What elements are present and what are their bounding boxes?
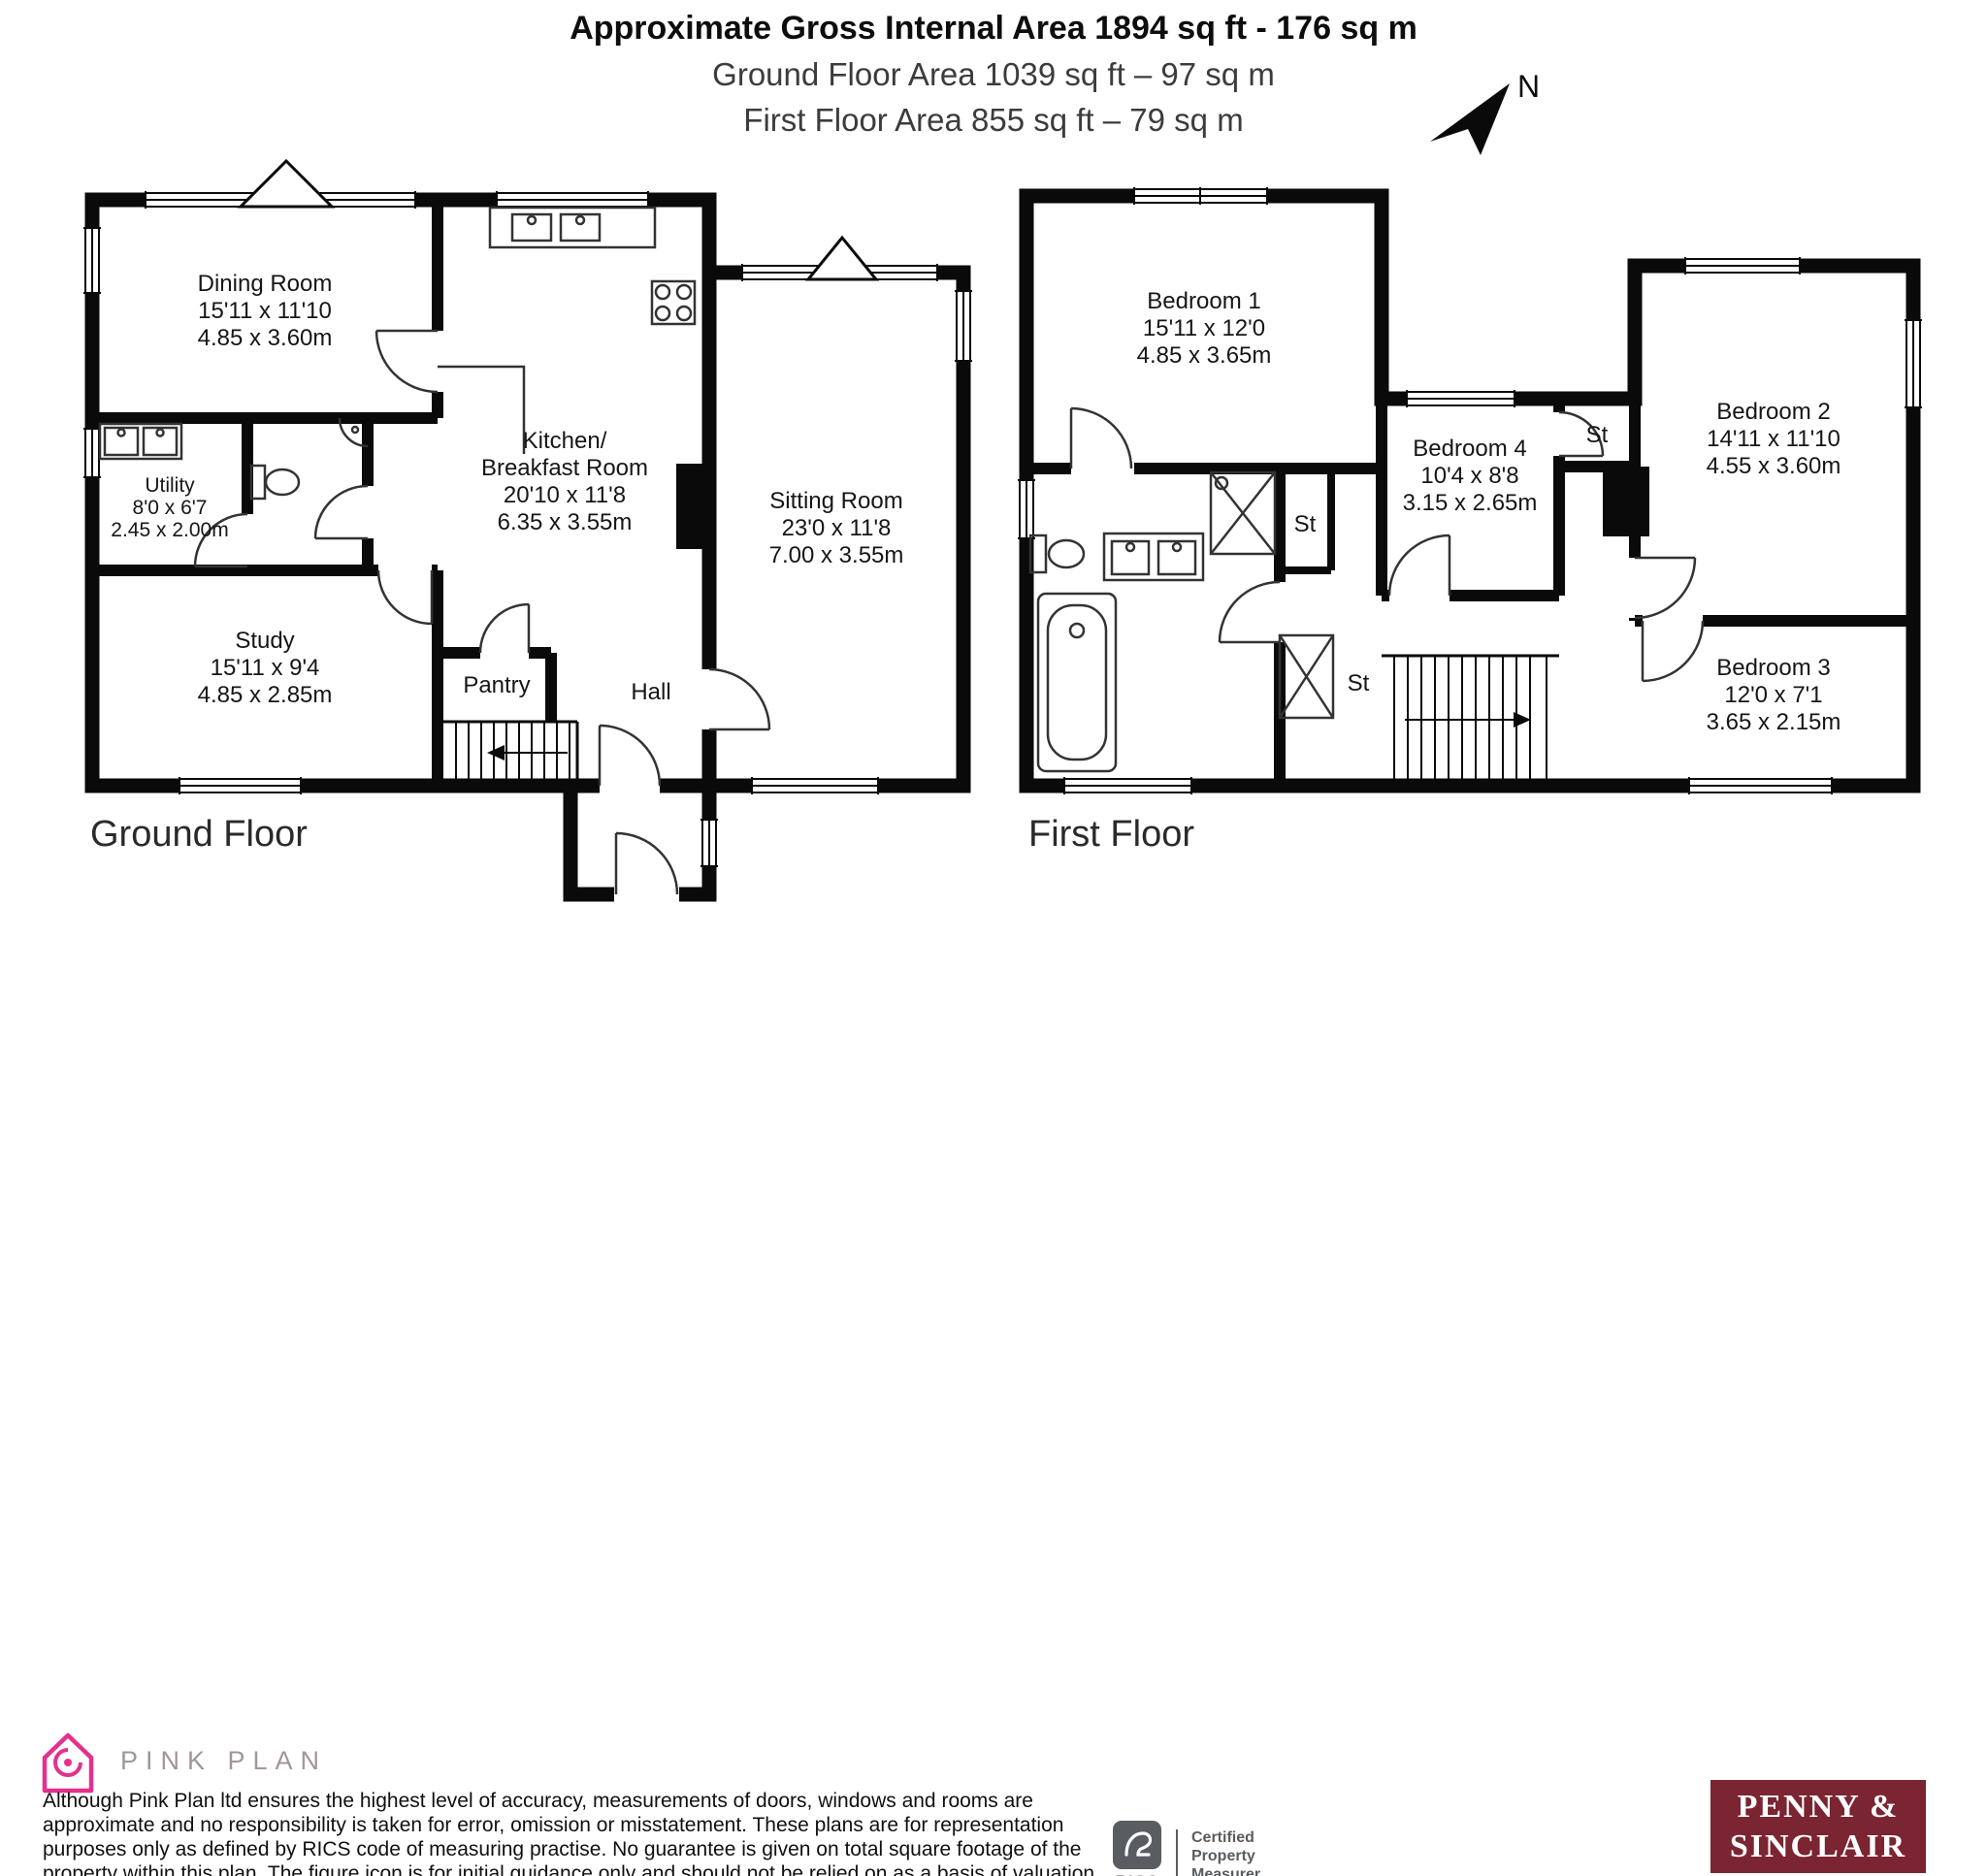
north-label: N (1517, 69, 1540, 104)
storage-label-1: St (1294, 511, 1317, 537)
ground-floor-windows (83, 158, 972, 867)
sitting-room-name: Sitting Room (769, 488, 902, 514)
rics-cert-text: Certified Property Measurer (1191, 1828, 1260, 1876)
rics-logo-icon (1113, 1821, 1161, 1869)
shower-icon (1209, 470, 1277, 556)
hob-icon (650, 279, 697, 326)
utility-dims-ft: 8'0 x 6'7 (133, 497, 208, 519)
bedroom4-dims-ft: 10'4 x 8'8 (1420, 463, 1518, 489)
ground-floor-plan: Dining Room 15'11 x 11'10 4.85 x 3.60m K… (83, 158, 972, 903)
stair-arrow-icon (487, 745, 505, 760)
utility-name: Utility (145, 474, 195, 497)
rics-divider (1176, 1829, 1178, 1876)
agent-name-line1: PENNY & (1737, 1789, 1900, 1825)
north-arrow-icon: N (1430, 69, 1540, 155)
bedroom2-dims-ft: 14'11 x 11'10 (1707, 426, 1840, 452)
bedroom2-dims-m: 4.55 x 3.60m (1707, 453, 1841, 479)
ground-floor-labels: Dining Room 15'11 x 11'10 4.85 x 3.60m K… (90, 271, 903, 855)
plan-header: Approximate Gross Internal Area 1894 sq … (0, 0, 1987, 139)
bathtub-icon (1036, 592, 1118, 773)
penny-sinclair-logo: PENNY & SINCLAIR (1710, 1780, 1926, 1873)
storage-label-3: St (1586, 422, 1609, 448)
first-floor-staircase (1382, 654, 1559, 786)
first-floor-title: First Floor (1028, 814, 1194, 855)
disclaimer-line: Although Pink Plan ltd ensures the highe… (43, 1790, 1033, 1812)
ground-floor-walls (84, 192, 971, 902)
bedroom3-dims-ft: 12'0 x 7'1 (1724, 682, 1822, 708)
gable-bay-sitting (804, 235, 880, 281)
ground-floor-area-subtitle: Ground Floor Area 1039 sq ft – 97 sq m (712, 56, 1275, 92)
chimney-block (1603, 467, 1649, 536)
agent-name-line2: SINCLAIR (1729, 1828, 1907, 1864)
bedroom4-name: Bedroom 4 (1413, 436, 1526, 462)
first-floor-plan: Bedroom 1 15'11 x 12'0 4.85 x 3.65m Bedr… (1018, 187, 1922, 855)
first-floor-fixtures (1028, 470, 1559, 786)
utility-appliances-icon (98, 422, 183, 461)
wc-toilet-icon (249, 464, 301, 501)
pink-plan-brand: PINK PLAN (120, 1746, 328, 1775)
rics-cert-line: Certified (1191, 1828, 1254, 1846)
study-name: Study (235, 628, 294, 654)
rics-cert-line: Property (1191, 1847, 1255, 1864)
kitchen-counter-line (438, 365, 526, 454)
first-floor-walls (1019, 188, 1921, 793)
dining-room-dims-ft: 15'11 x 11'10 (198, 298, 332, 324)
gross-area-title: Approximate Gross Internal Area 1894 sq … (570, 10, 1417, 47)
dining-room-dims-m: 4.85 x 3.60m (198, 325, 333, 351)
storage-cupboard-icon (1278, 633, 1335, 720)
corner-basin-icon (338, 417, 369, 448)
kitchen-name-1: Kitchen/ (523, 428, 607, 454)
twin-basins-icon (1102, 532, 1205, 582)
ground-floor-staircase (443, 720, 579, 786)
ground-floor-title: Ground Floor (90, 814, 308, 855)
bedroom1-name: Bedroom 1 (1147, 288, 1260, 314)
disclaimer-line: property within this plan. The figure ic… (43, 1862, 1100, 1876)
bedroom3-name: Bedroom 3 (1716, 655, 1830, 681)
storage-label-2: St (1348, 670, 1370, 696)
first-floor-doors (1069, 406, 1705, 683)
kitchen-name-2: Breakfast Room (481, 455, 648, 481)
utility-dims-m: 2.45 x 2.00m (111, 519, 228, 541)
bedroom3-dims-m: 3.65 x 2.15m (1707, 709, 1841, 735)
first-floor-area-subtitle: First Floor Area 855 sq ft – 79 sq m (743, 102, 1244, 138)
disclaimer-text: Although Pink Plan ltd ensures the highe… (43, 1789, 1100, 1876)
study-dims-ft: 15'11 x 9'4 (211, 655, 320, 681)
sitting-room-dims-ft: 23'0 x 11'8 (782, 515, 892, 541)
disclaimer-line: purposes only as defined by RICS code of… (43, 1838, 1082, 1860)
study-dims-m: 4.85 x 2.85m (198, 682, 333, 708)
kitchen-sink-icon (488, 206, 657, 249)
rics-wordmark: RICS (1116, 1872, 1159, 1876)
dining-room-name: Dining Room (198, 271, 333, 297)
fireplace-block (676, 464, 712, 549)
pantry-name: Pantry (463, 672, 530, 698)
stair-arrow-icon (1514, 712, 1531, 728)
sitting-room-dims-m: 7.00 x 3.55m (769, 542, 904, 568)
ground-floor-doors (193, 329, 771, 903)
disclaimer-line: approximate and no responsibility is tak… (43, 1814, 1064, 1836)
kitchen-dims-m: 6.35 x 3.55m (498, 509, 633, 535)
bedroom1-dims-m: 4.85 x 3.65m (1137, 342, 1272, 369)
kitchen-dims-ft: 20'10 x 11'8 (504, 482, 626, 508)
bathroom-toilet-icon (1028, 534, 1086, 574)
pink-plan-logo-icon (42, 1732, 94, 1794)
rics-cert-line: Measurer (1191, 1865, 1261, 1876)
ground-floor-fixtures (98, 206, 697, 786)
rics-badge: RICS Certified Property Measurer (1112, 1820, 1260, 1876)
first-floor-windows (1018, 187, 1922, 794)
first-floor-labels: Bedroom 1 15'11 x 12'0 4.85 x 3.65m Bedr… (1028, 288, 1840, 855)
hall-name: Hall (631, 679, 670, 705)
bedroom4-dims-m: 3.15 x 2.65m (1403, 490, 1538, 516)
bedroom2-name: Bedroom 2 (1716, 399, 1830, 425)
gable-bay-dining (237, 158, 336, 209)
bedroom1-dims-ft: 15'11 x 12'0 (1143, 315, 1265, 341)
